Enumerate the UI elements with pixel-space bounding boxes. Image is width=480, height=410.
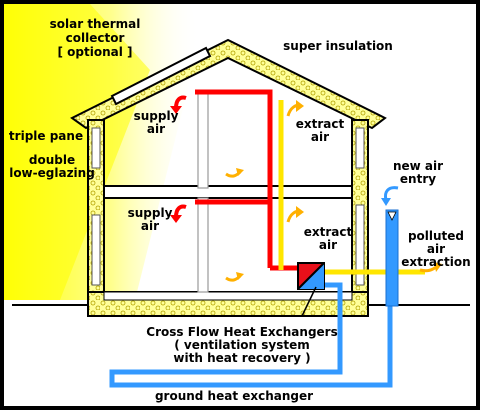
solar-collector [110,46,212,106]
supply-air-upper-label: supply [134,109,179,123]
double-label: double [29,153,75,167]
heat-exchanger-label: Cross Flow Heat Exchangers [146,325,337,339]
new-air-entry-label: new air [393,159,443,173]
lower-window-left [91,214,101,286]
supply-air-lower-label-2: air [141,219,159,233]
supply-arrowhead-upper-icon [170,106,182,114]
heat-exchanger-label-3: with heat recovery ) [173,351,310,365]
lower-column [197,197,209,293]
collector-label-line1: solar thermal [50,17,141,31]
collector-label-line2: collector [66,31,125,45]
cross-flow-heat-exchanger-icon [297,262,325,317]
triple-pane-label: triple pane [9,129,83,143]
new-air-column [385,209,399,307]
extract-air-upper-label: extract [296,117,345,131]
supply-arrowhead-lower-icon [170,215,182,223]
collector-label-line3: [ optional ] [57,45,132,59]
new-air-entry-label-2: entry [400,172,436,186]
low-eglazing-label: low-eglazing [9,166,95,180]
airflow-arrowheads [236,100,442,280]
polluted-air-label: polluted [408,229,464,243]
ground-heat-exchanger-label: ground heat exchanger [155,389,313,403]
supply-duct [195,89,273,268]
super-insulation-label: super insulation [283,39,393,53]
upper-window-right [355,127,365,169]
new-air-arrowhead-icon [381,198,391,206]
lower-window-right [355,204,365,286]
ground-floor-slab [103,291,353,301]
supply-air-lower-label: supply [128,206,173,220]
extract-air-upper-label-2: air [311,130,329,144]
sunlight-core [4,4,150,300]
heat-exchanger-label-2: ( ventilation system [174,338,310,352]
supply-air-upper-label-2: air [147,122,165,136]
extract-air-lower-label: extract [304,225,353,239]
extract-air-lower-label-2: air [319,238,337,252]
polluted-air-label-3: extraction [401,255,470,269]
polluted-air-label-2: air [427,242,445,256]
upper-window-left [91,127,101,169]
middle-floor [103,185,353,199]
upper-column [197,91,209,189]
new-air-inlet-icon [387,211,397,221]
